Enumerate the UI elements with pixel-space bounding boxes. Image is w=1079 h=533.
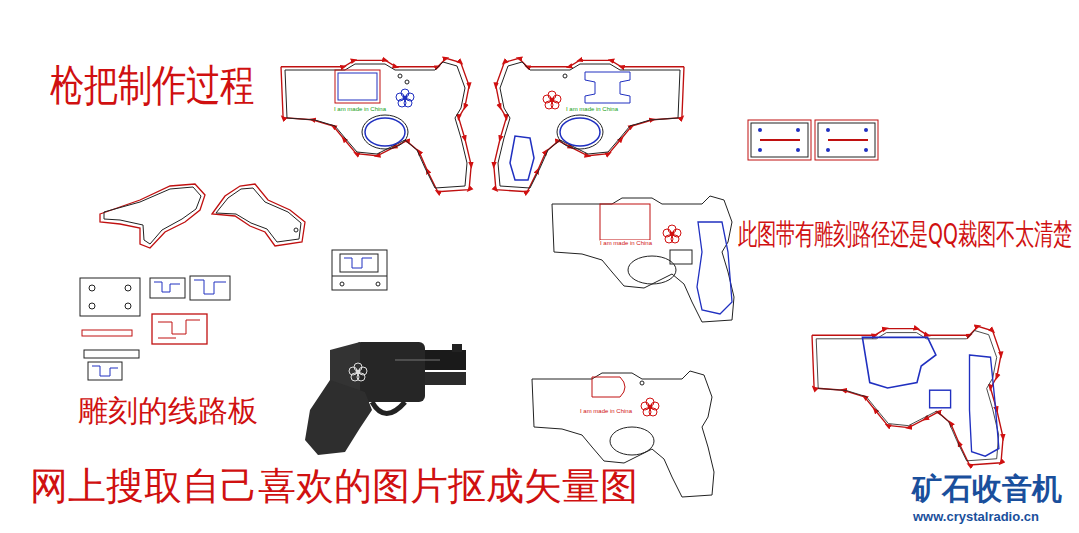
note: 网上搜取自己喜欢的图片抠成矢量图 [30, 466, 638, 508]
engraving-text: I am made in China [600, 240, 652, 247]
grip-drawing [494, 58, 684, 192]
watermark: 矿石收音机 [912, 472, 1062, 505]
title: 枪把制作过程 [50, 62, 254, 109]
engraving-text: I am made in China [566, 106, 618, 113]
note: 雕刻的线路板 [78, 394, 258, 427]
grip-drawing [812, 326, 1003, 465]
note: 此图带有雕刻路径还是QQ裁图不太清楚 [738, 218, 1072, 249]
revolver-photo [305, 342, 466, 455]
plates [748, 120, 878, 160]
grip-drawing [281, 58, 471, 192]
grip-pieces [100, 184, 305, 248]
grip-drawing [552, 196, 734, 322]
engraving-text: I am made in China [580, 408, 632, 415]
engraving-text: I am made in China [334, 106, 386, 113]
watermark: www.crystalradio.cn [913, 510, 1039, 524]
